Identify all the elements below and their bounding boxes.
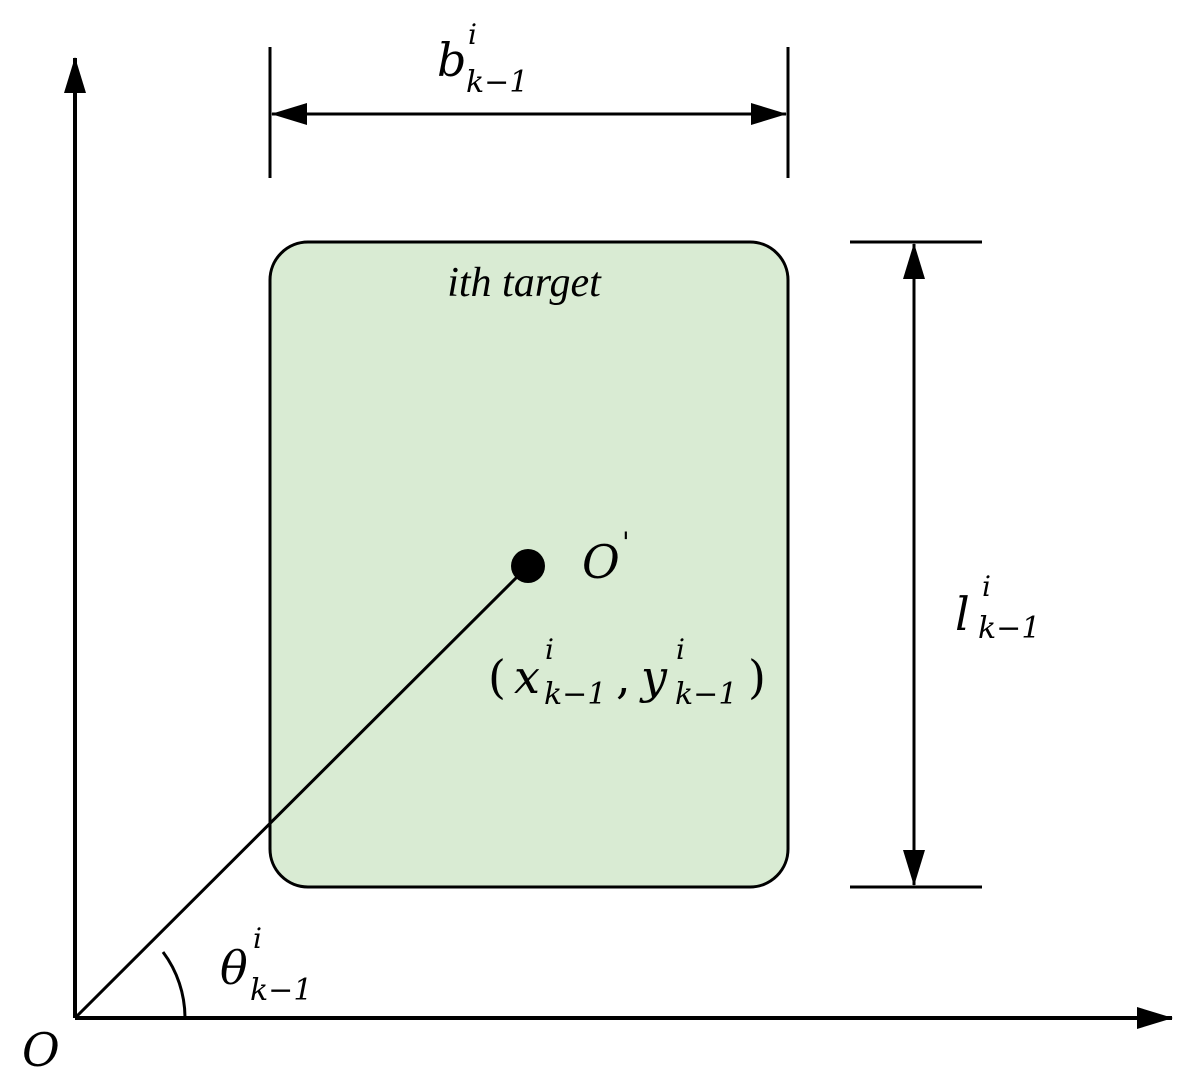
svg-text:): ) bbox=[748, 650, 766, 704]
center-coordinates: ( x i k−1 , y i k−1 ) bbox=[488, 633, 766, 712]
svg-text:θ: θ bbox=[220, 941, 248, 995]
svg-text:i: i bbox=[253, 922, 262, 955]
svg-text:i: i bbox=[676, 633, 685, 666]
svg-text:': ' bbox=[622, 526, 630, 559]
svg-text:y: y bbox=[639, 650, 668, 704]
target-caption: ith target bbox=[447, 260, 602, 306]
angle-arc bbox=[161, 951, 187, 1019]
angle-label: θ i k−1 bbox=[220, 922, 312, 1008]
svg-text:k−1: k−1 bbox=[675, 677, 737, 712]
origin-label: O bbox=[22, 1023, 60, 1077]
svg-text:k−1: k−1 bbox=[466, 65, 528, 100]
svg-text:k−1: k−1 bbox=[978, 611, 1040, 646]
svg-text:x: x bbox=[514, 650, 540, 704]
svg-text:O: O bbox=[582, 535, 620, 589]
svg-text:k−1: k−1 bbox=[250, 973, 312, 1008]
width-label: b i k−1 bbox=[437, 18, 528, 100]
length-label: l i k−1 bbox=[955, 570, 1040, 646]
svg-text:i: i bbox=[468, 18, 477, 51]
svg-text:k−1: k−1 bbox=[544, 677, 606, 712]
svg-text:b: b bbox=[437, 33, 466, 87]
center-label: O ' bbox=[582, 526, 630, 589]
position-vector bbox=[73, 564, 530, 1020]
svg-text:i: i bbox=[545, 633, 554, 666]
center-point bbox=[511, 549, 545, 583]
svg-text:,: , bbox=[616, 650, 631, 704]
svg-text:l: l bbox=[955, 587, 970, 641]
svg-text:i: i bbox=[982, 570, 991, 603]
svg-text:(: ( bbox=[488, 650, 506, 704]
